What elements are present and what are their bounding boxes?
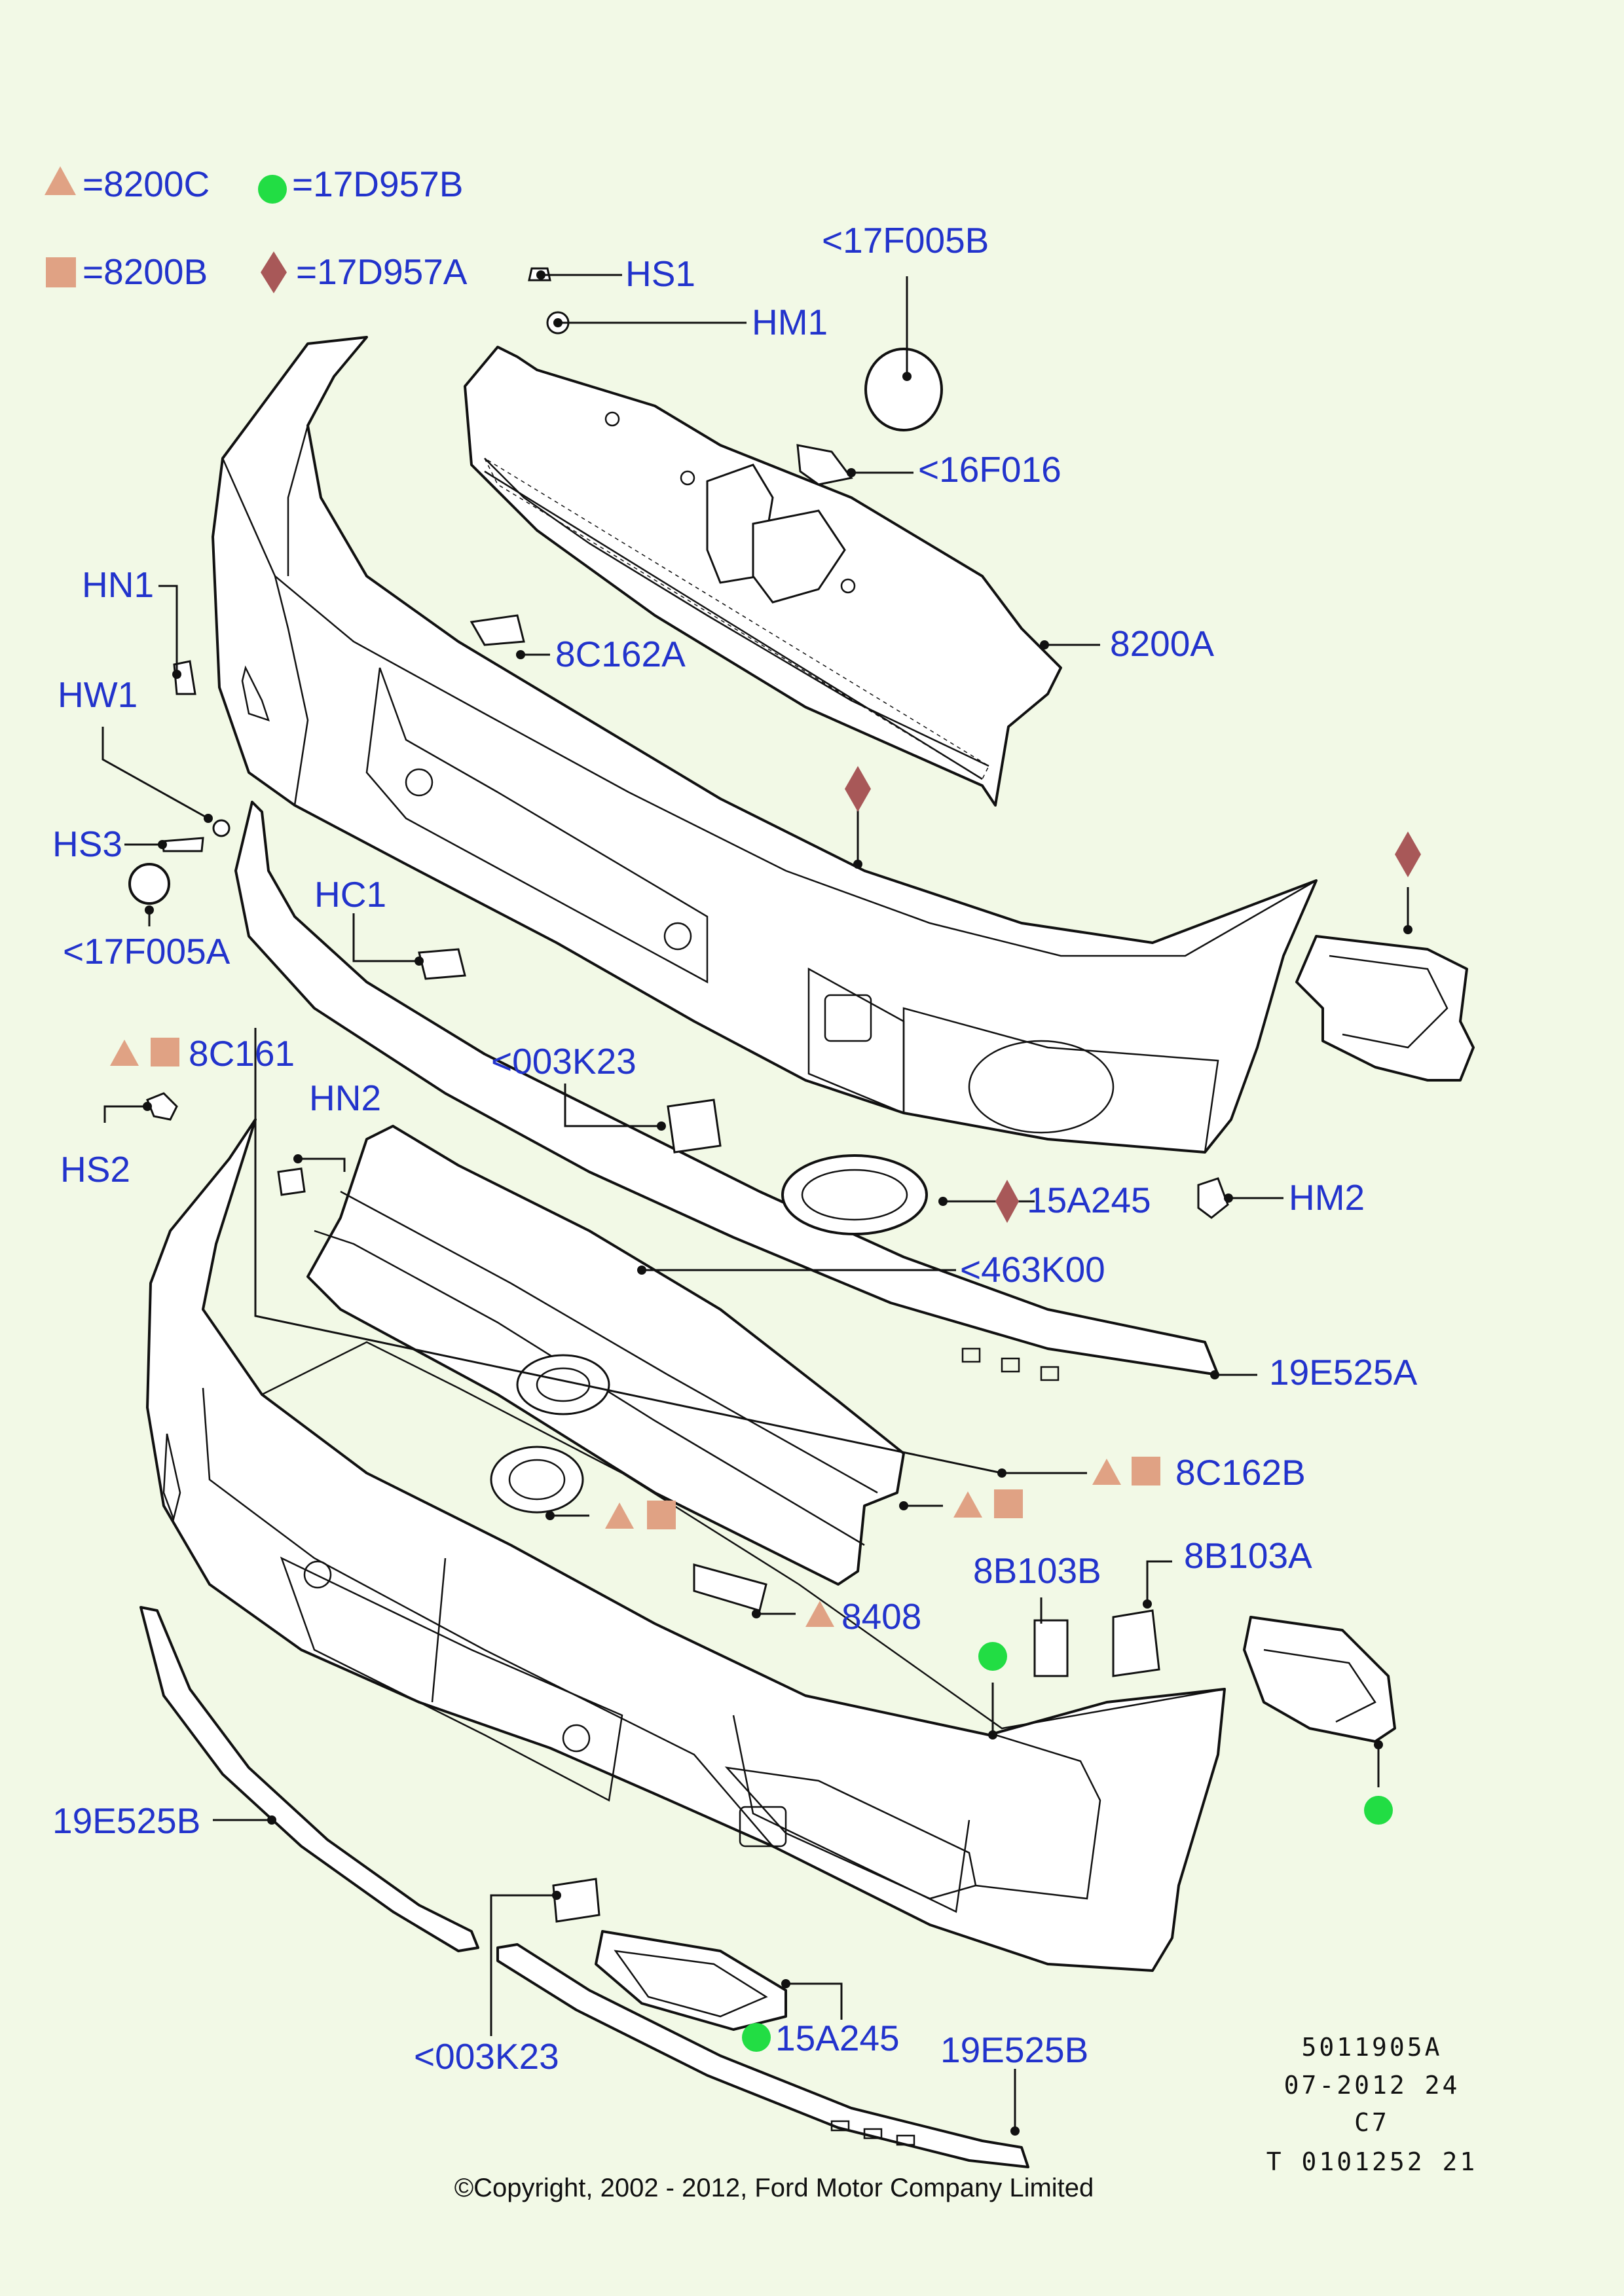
label-15a245-top: 15A245 <box>1027 1180 1151 1220</box>
label-8c162b: 8C162B <box>1175 1452 1306 1493</box>
leader-lines <box>101 270 1412 2136</box>
label-hs3: HS3 <box>52 824 122 864</box>
label-hs1: HS1 <box>625 253 695 294</box>
circle-icon <box>978 1642 1007 1671</box>
label-8c161: 8C161 <box>189 1033 295 1074</box>
upper-small-parts <box>128 267 1229 1235</box>
label-hw1: HW1 <box>58 674 138 715</box>
diamond-icon <box>1395 831 1421 877</box>
copyright: ©Copyright, 2002 - 2012, Ford Motor Comp… <box>454 2174 1094 2202</box>
label-hn1: HN1 <box>82 564 154 605</box>
diamond-icon <box>995 1180 1019 1223</box>
square-icon <box>1132 1457 1160 1485</box>
label-8b103a: 8B103A <box>1184 1535 1312 1576</box>
label-17f005b: <17F005B <box>822 220 989 261</box>
lower-strip-left <box>139 1606 479 1952</box>
square-icon <box>994 1489 1023 1518</box>
label-hm2: HM2 <box>1289 1177 1365 1218</box>
legend-triangle-icon <box>45 166 76 195</box>
lower-small-parts <box>146 1092 1396 2031</box>
upper-grille <box>464 346 1062 807</box>
legend-square-icon <box>46 257 76 287</box>
right-upper-liner <box>1295 935 1475 1082</box>
meta-line-1: 5011905A <box>1301 2033 1442 2062</box>
triangle-icon <box>953 1491 982 1518</box>
meta-line-3: C7 <box>1354 2108 1390 2137</box>
label-19e525a: 19E525A <box>1269 1352 1418 1393</box>
circle-icon <box>742 2023 771 2052</box>
meta-line-2: 07-2012 24 <box>1284 2071 1460 2100</box>
circle-icon <box>1364 1796 1393 1825</box>
upper-bumper-cover <box>212 336 1318 1154</box>
legend-square-label: =8200B <box>83 251 208 292</box>
legend: =8200C =17D957B =8200B =17D957A <box>45 164 468 293</box>
label-8c162a: 8C162A <box>555 634 686 674</box>
legend-circle-icon <box>258 175 287 204</box>
label-15a245-bottom: 15A245 <box>775 2018 900 2058</box>
part-labels: HS1 HM1 <17F005B <16F016 8200A HN1 8C162… <box>52 220 1418 2077</box>
label-8408: 8408 <box>841 1596 921 1637</box>
legend-diamond-icon <box>261 251 287 293</box>
lower-grille <box>306 1125 905 1612</box>
legend-triangle-label: =8200C <box>83 164 210 204</box>
symbol-markers <box>110 766 1421 2052</box>
label-19e525b-left: 19E525B <box>52 1800 200 1841</box>
square-icon <box>151 1038 179 1066</box>
legend-diamond-label: =17D957A <box>296 251 468 292</box>
legend-circle-label: =17D957B <box>292 164 463 204</box>
label-16f016: <16F016 <box>918 449 1061 490</box>
label-463k00: <463K00 <box>960 1249 1105 1290</box>
label-003k23-top: <003K23 <box>491 1041 637 1082</box>
triangle-icon <box>110 1040 139 1066</box>
triangle-icon <box>805 1601 834 1627</box>
upper-strip <box>234 801 1219 1381</box>
label-hs2: HS2 <box>60 1149 130 1190</box>
label-hn2: HN2 <box>309 1078 381 1118</box>
drawing-meta: 5011905A 07-2012 24 C7 T 0101252 21 <box>1266 2033 1478 2176</box>
triangle-icon <box>1092 1459 1121 1485</box>
lower-strip-bottom <box>496 1943 1029 2168</box>
label-8b103b: 8B103B <box>973 1550 1101 1591</box>
meta-line-4: T 0101252 21 <box>1266 2147 1478 2176</box>
label-17f005a: <17F005A <box>63 931 231 972</box>
diamond-icon <box>845 766 871 812</box>
label-8200a: 8200A <box>1110 623 1214 664</box>
label-003k23-bottom: <003K23 <box>414 2036 559 2077</box>
triangle-icon <box>605 1503 634 1529</box>
label-19e525b-bottom: 19E525B <box>940 2030 1088 2070</box>
label-hm1: HM1 <box>752 302 828 342</box>
square-icon <box>647 1501 676 1529</box>
label-hc1: HC1 <box>314 874 386 915</box>
